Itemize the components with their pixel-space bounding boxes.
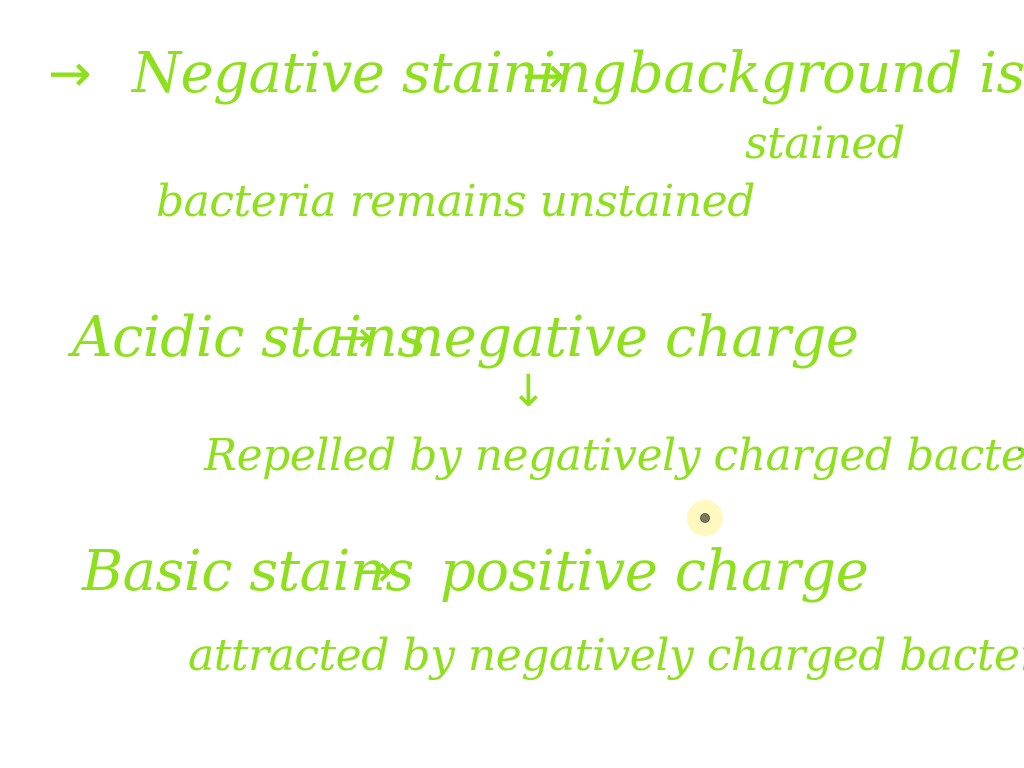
text-stained: stained [745,118,905,169]
text-repelled: Repelled by negatively charged bacterial… [204,430,1024,481]
heading-negative-staining: Negative staining [132,41,627,106]
down-arrow-icon: ↓ [510,366,547,417]
text-positive-charge: positive charge [440,539,869,604]
pointer-highlight [687,500,723,536]
right-arrow-icon: → [336,312,373,363]
text-negative-charge: negative charge [408,305,859,370]
text-bacteria-remains-unstained: bacteria remains unstained [156,176,755,227]
text-attracted: attracted by negatively charged bacteria… [188,630,1024,681]
text-background-is: background is [628,41,1024,106]
right-arrow-icon: → [48,44,92,104]
ink-dot [1018,448,1021,451]
heading-acidic-stains: Acidic stains [72,305,426,370]
heading-basic-stains: Basic stains [82,539,414,604]
right-arrow-icon: → [522,46,566,106]
right-arrow-icon: → [356,546,393,597]
